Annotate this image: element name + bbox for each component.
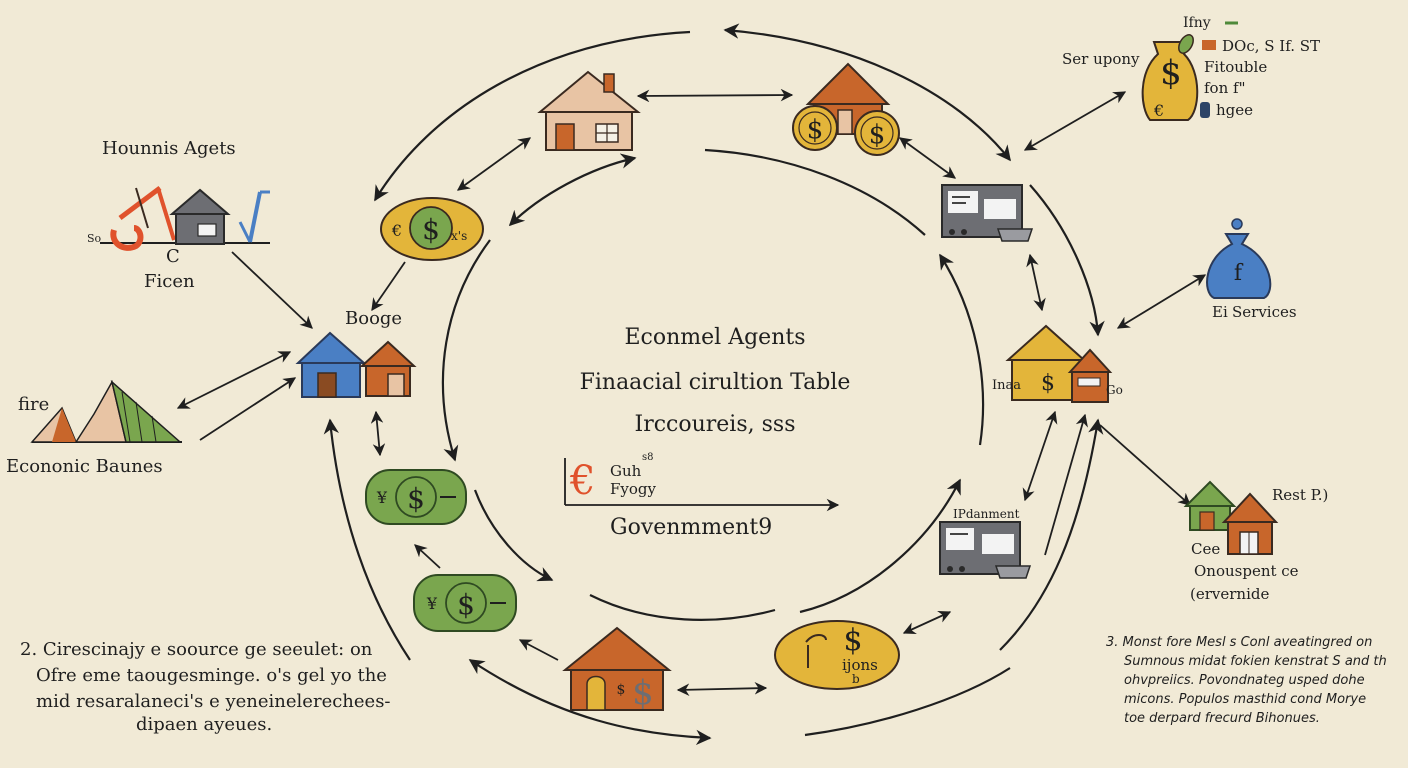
services-prefix: Ei [1212, 303, 1228, 321]
svg-text:$: $ [422, 213, 440, 246]
services-label: Services [1232, 303, 1297, 321]
money-sack-icon: $ € [1141, 34, 1216, 121]
computer-terminal-icon [939, 521, 1032, 579]
house-icon [295, 331, 367, 398]
svg-text:$: $ [632, 673, 654, 713]
center-title-1: Econmel Agents [624, 325, 806, 350]
house-right-label: Go [1106, 383, 1123, 397]
house-icon [537, 70, 641, 151]
svg-text:$: $ [1041, 371, 1055, 396]
legend-line-2: Fyogy [610, 480, 656, 498]
dollar-note-icon: $ ¥ [413, 574, 517, 632]
note-left-2: Ofre eme taougesminge. o's gel yo the [36, 665, 387, 686]
svg-text:$: $ [407, 482, 425, 515]
c-label: C [166, 246, 180, 267]
legend-euro-icon: € [569, 458, 595, 504]
note-right-4: micons. Populos masthid cond Morye [1124, 692, 1367, 707]
note-left-1: 2. Cirescinajy e soource ge seeulet: on [20, 639, 373, 660]
house-label: Inaa [992, 378, 1022, 393]
svg-text:$: $ [869, 120, 886, 150]
coin-icon: $ [774, 620, 900, 690]
coin-icon: $ € [380, 197, 484, 261]
rest-label: Rest P.) [1272, 486, 1329, 504]
note-right-2: Sumnous midat fokien kenstrat S and th [1124, 654, 1387, 669]
svg-text:¥: ¥ [376, 488, 388, 507]
svg-text:f: f [1234, 261, 1244, 286]
svg-text:$: $ [807, 115, 824, 145]
fire-label: fire [18, 394, 50, 415]
center-title-3: Irccoureis, sss [634, 412, 796, 437]
computer-terminal-icon [941, 184, 1034, 242]
svg-text:€: € [1153, 101, 1164, 120]
economic-balance-label: Econonic Baunes [6, 456, 163, 477]
legend-line-1: Guh [610, 462, 642, 480]
svg-text:$: $ [457, 588, 475, 621]
connector-arrows [176, 88, 1207, 697]
note-right-1: 3. Monst fore Mesl s Conl aveatingred on [1106, 635, 1373, 650]
government-label: Govenmment9 [610, 515, 773, 540]
svg-text:¥: ¥ [426, 594, 438, 613]
top-right-line-2: Fitouble [1204, 58, 1268, 76]
mountain-chart-icon [30, 379, 182, 443]
money-bag-icon: f [1206, 218, 1272, 299]
house-icon [1067, 348, 1113, 403]
cee-label: Cee [1191, 540, 1221, 558]
firm-label: Ficen [144, 271, 195, 292]
ipdanment-label: IPdanment [953, 507, 1020, 521]
note-left-4: dipaen ayeues. [136, 714, 273, 735]
legend-sup: s8 [642, 452, 654, 463]
top-right-line-3: fon f" [1204, 79, 1246, 97]
tiny-top-label: Ifny [1183, 15, 1211, 31]
svg-text:€: € [391, 221, 402, 240]
outer-circle-arrows [323, 23, 1105, 746]
ervernide-label: (ervernide [1190, 585, 1270, 603]
so-label: So [87, 232, 102, 245]
svg-text:$: $ [843, 623, 862, 658]
top-right-line-1: DOc, S If. ST [1222, 37, 1321, 55]
coin-bottom-sub: b [852, 672, 860, 686]
dollar-note-icon: $ ¥ [365, 469, 467, 525]
svg-text:$: $ [617, 682, 626, 698]
coin-left-text: x's [451, 229, 468, 243]
house-icon [359, 340, 417, 397]
booge-label: Booge [345, 308, 403, 329]
coin-bottom-text: ijons [842, 656, 878, 674]
house-icon: $ [1005, 324, 1087, 401]
top-right-line-4: hgee [1216, 101, 1254, 119]
note-right-5: toe derpard frecurd Bihonues. [1124, 711, 1320, 726]
house-icon [1183, 480, 1237, 531]
svg-text:$: $ [1160, 53, 1182, 93]
households-label: Hounnis Agets [102, 138, 236, 159]
inner-circle-arrows [441, 148, 985, 621]
note-right-3: ohvpreiics. Povondnateg usped dohe [1124, 673, 1365, 688]
house-icon [1221, 492, 1279, 555]
note-left-3: mid resaralaneci's e yeneinelerechees- [36, 691, 391, 712]
coin-icon: $ $ [792, 105, 900, 156]
house-icon: $ $ [562, 626, 672, 713]
ser-upony-label: Ser upony [1062, 50, 1140, 68]
house-icon [169, 188, 231, 245]
onouspent-label: Onouspent ce [1194, 562, 1299, 580]
center-title-2: Finaacial cirultion Table [579, 370, 851, 395]
